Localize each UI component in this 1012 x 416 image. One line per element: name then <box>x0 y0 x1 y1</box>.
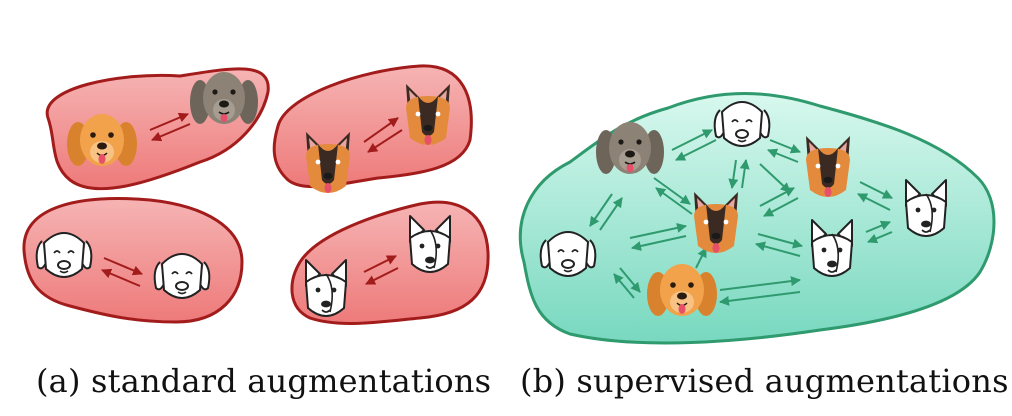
arrow-right <box>363 117 399 143</box>
arrow-left <box>365 267 399 285</box>
arrow-left <box>101 268 141 287</box>
arrow-left <box>151 123 191 142</box>
arrow-right <box>103 257 143 276</box>
caption-b: (b) supervised augmentations <box>520 362 1009 400</box>
arrow-left <box>367 129 403 153</box>
panel-b-supervised-augmentations <box>518 92 996 345</box>
arrow-right <box>363 255 397 273</box>
caption-a: (a) standard augmentations <box>36 362 492 400</box>
panel-a-standard-augmentations <box>22 64 490 325</box>
arrow-right <box>149 112 189 131</box>
arrow-group <box>589 129 893 306</box>
